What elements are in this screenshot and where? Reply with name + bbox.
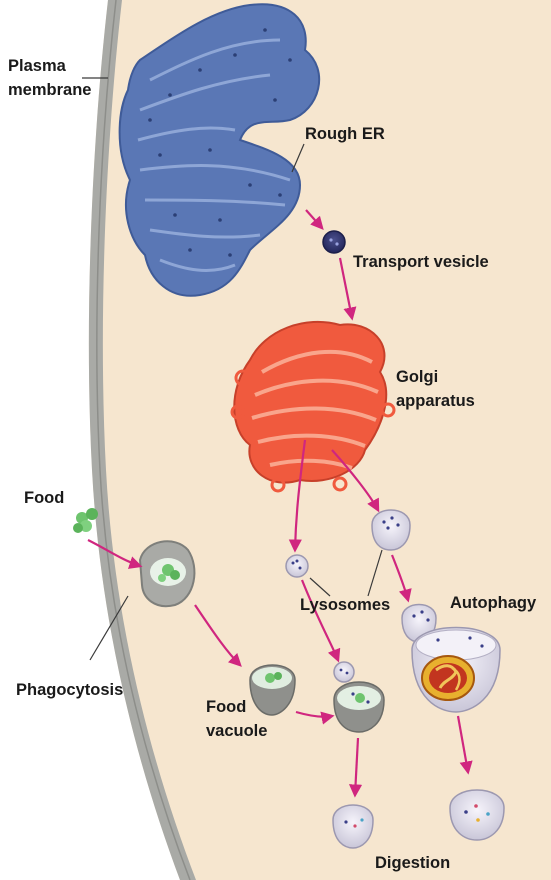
- label-phagocytosis: Phagocytosis: [16, 681, 123, 699]
- label-food-vacuole-line1: Food: [206, 698, 246, 716]
- label-golgi-line1: Golgi: [396, 368, 438, 386]
- label-rough-er: Rough ER: [305, 125, 385, 143]
- digestion-vesicle-left: [333, 805, 373, 848]
- transport-vesicle: [323, 231, 345, 253]
- label-plasma-membrane-line2: membrane: [8, 81, 91, 99]
- label-plasma-membrane-line1: Plasma: [8, 57, 67, 75]
- lysosome-large: [372, 510, 410, 550]
- digestion-vesicle-right: [450, 790, 504, 840]
- label-lysosomes: Lysosomes: [300, 596, 390, 614]
- label-golgi-line2: apparatus: [396, 392, 475, 410]
- label-autophagy: Autophagy: [450, 594, 537, 612]
- lysosome-small: [286, 555, 308, 577]
- label-transport-vesicle: Transport vesicle: [353, 253, 489, 271]
- phagocytosis-pocket: [140, 541, 194, 606]
- label-food-vacuole-line2: vacuole: [206, 722, 267, 740]
- lysosome-fusing: [334, 662, 354, 682]
- digesting-vacuole: [334, 682, 384, 732]
- label-digestion: Digestion: [375, 854, 450, 872]
- label-food: Food: [24, 489, 64, 507]
